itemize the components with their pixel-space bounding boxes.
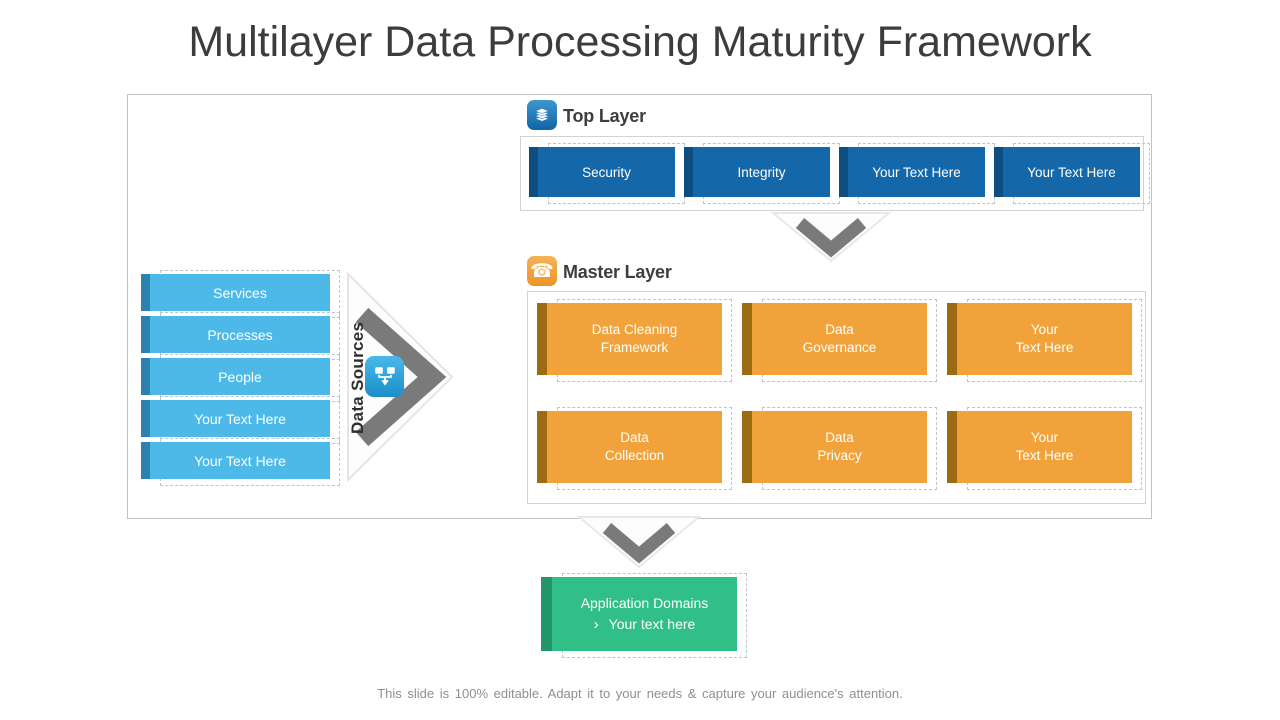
application-domains-title: Application Domains <box>580 595 709 611</box>
source-box-placeholder-1[interactable]: Your Text Here <box>141 396 340 444</box>
chevron-bullet-icon: › <box>593 616 599 633</box>
top-box-placeholder-1[interactable]: Your Text Here <box>839 143 995 204</box>
source-box-processes[interactable]: Processes <box>141 312 340 360</box>
master-layer-heading: Master Layer <box>563 262 672 282</box>
data-merge-icon <box>365 356 404 397</box>
master-box-data-collection[interactable]: Data Collection <box>537 407 732 490</box>
source-box-placeholder-2[interactable]: Your Text Here <box>141 438 340 486</box>
application-domains-placeholder: Your text here <box>608 616 696 632</box>
master-box-data-privacy[interactable]: Data Privacy <box>742 407 937 490</box>
footer-note: This slide is 100% editable. Adapt it to… <box>377 686 903 701</box>
top-box-security[interactable]: Security <box>529 143 685 204</box>
top-layer-container <box>520 136 1144 211</box>
top-layer-heading: Top Layer <box>563 106 646 126</box>
layers-icon <box>527 100 557 130</box>
down-arrow-top-to-master <box>770 212 892 263</box>
master-layer-container <box>527 291 1146 504</box>
source-box-people[interactable]: People <box>141 354 340 402</box>
source-box-services[interactable]: Services <box>141 270 340 318</box>
master-box-data-governance[interactable]: Data Governance <box>742 299 937 382</box>
application-domains-box[interactable]: Application Domains › Your text here <box>541 573 747 658</box>
slide-title: Multilayer Data Processing Maturity Fram… <box>188 18 1092 66</box>
master-box-placeholder-2[interactable]: Your Text Here <box>947 407 1142 490</box>
master-box-placeholder-1[interactable]: Your Text Here <box>947 299 1142 382</box>
telephone-icon: ☎ <box>527 256 557 286</box>
down-arrow-to-application <box>576 516 702 569</box>
master-box-data-cleaning-framework[interactable]: Data Cleaning Framework <box>537 299 732 382</box>
top-box-integrity[interactable]: Integrity <box>684 143 840 204</box>
top-box-placeholder-2[interactable]: Your Text Here <box>994 143 1150 204</box>
